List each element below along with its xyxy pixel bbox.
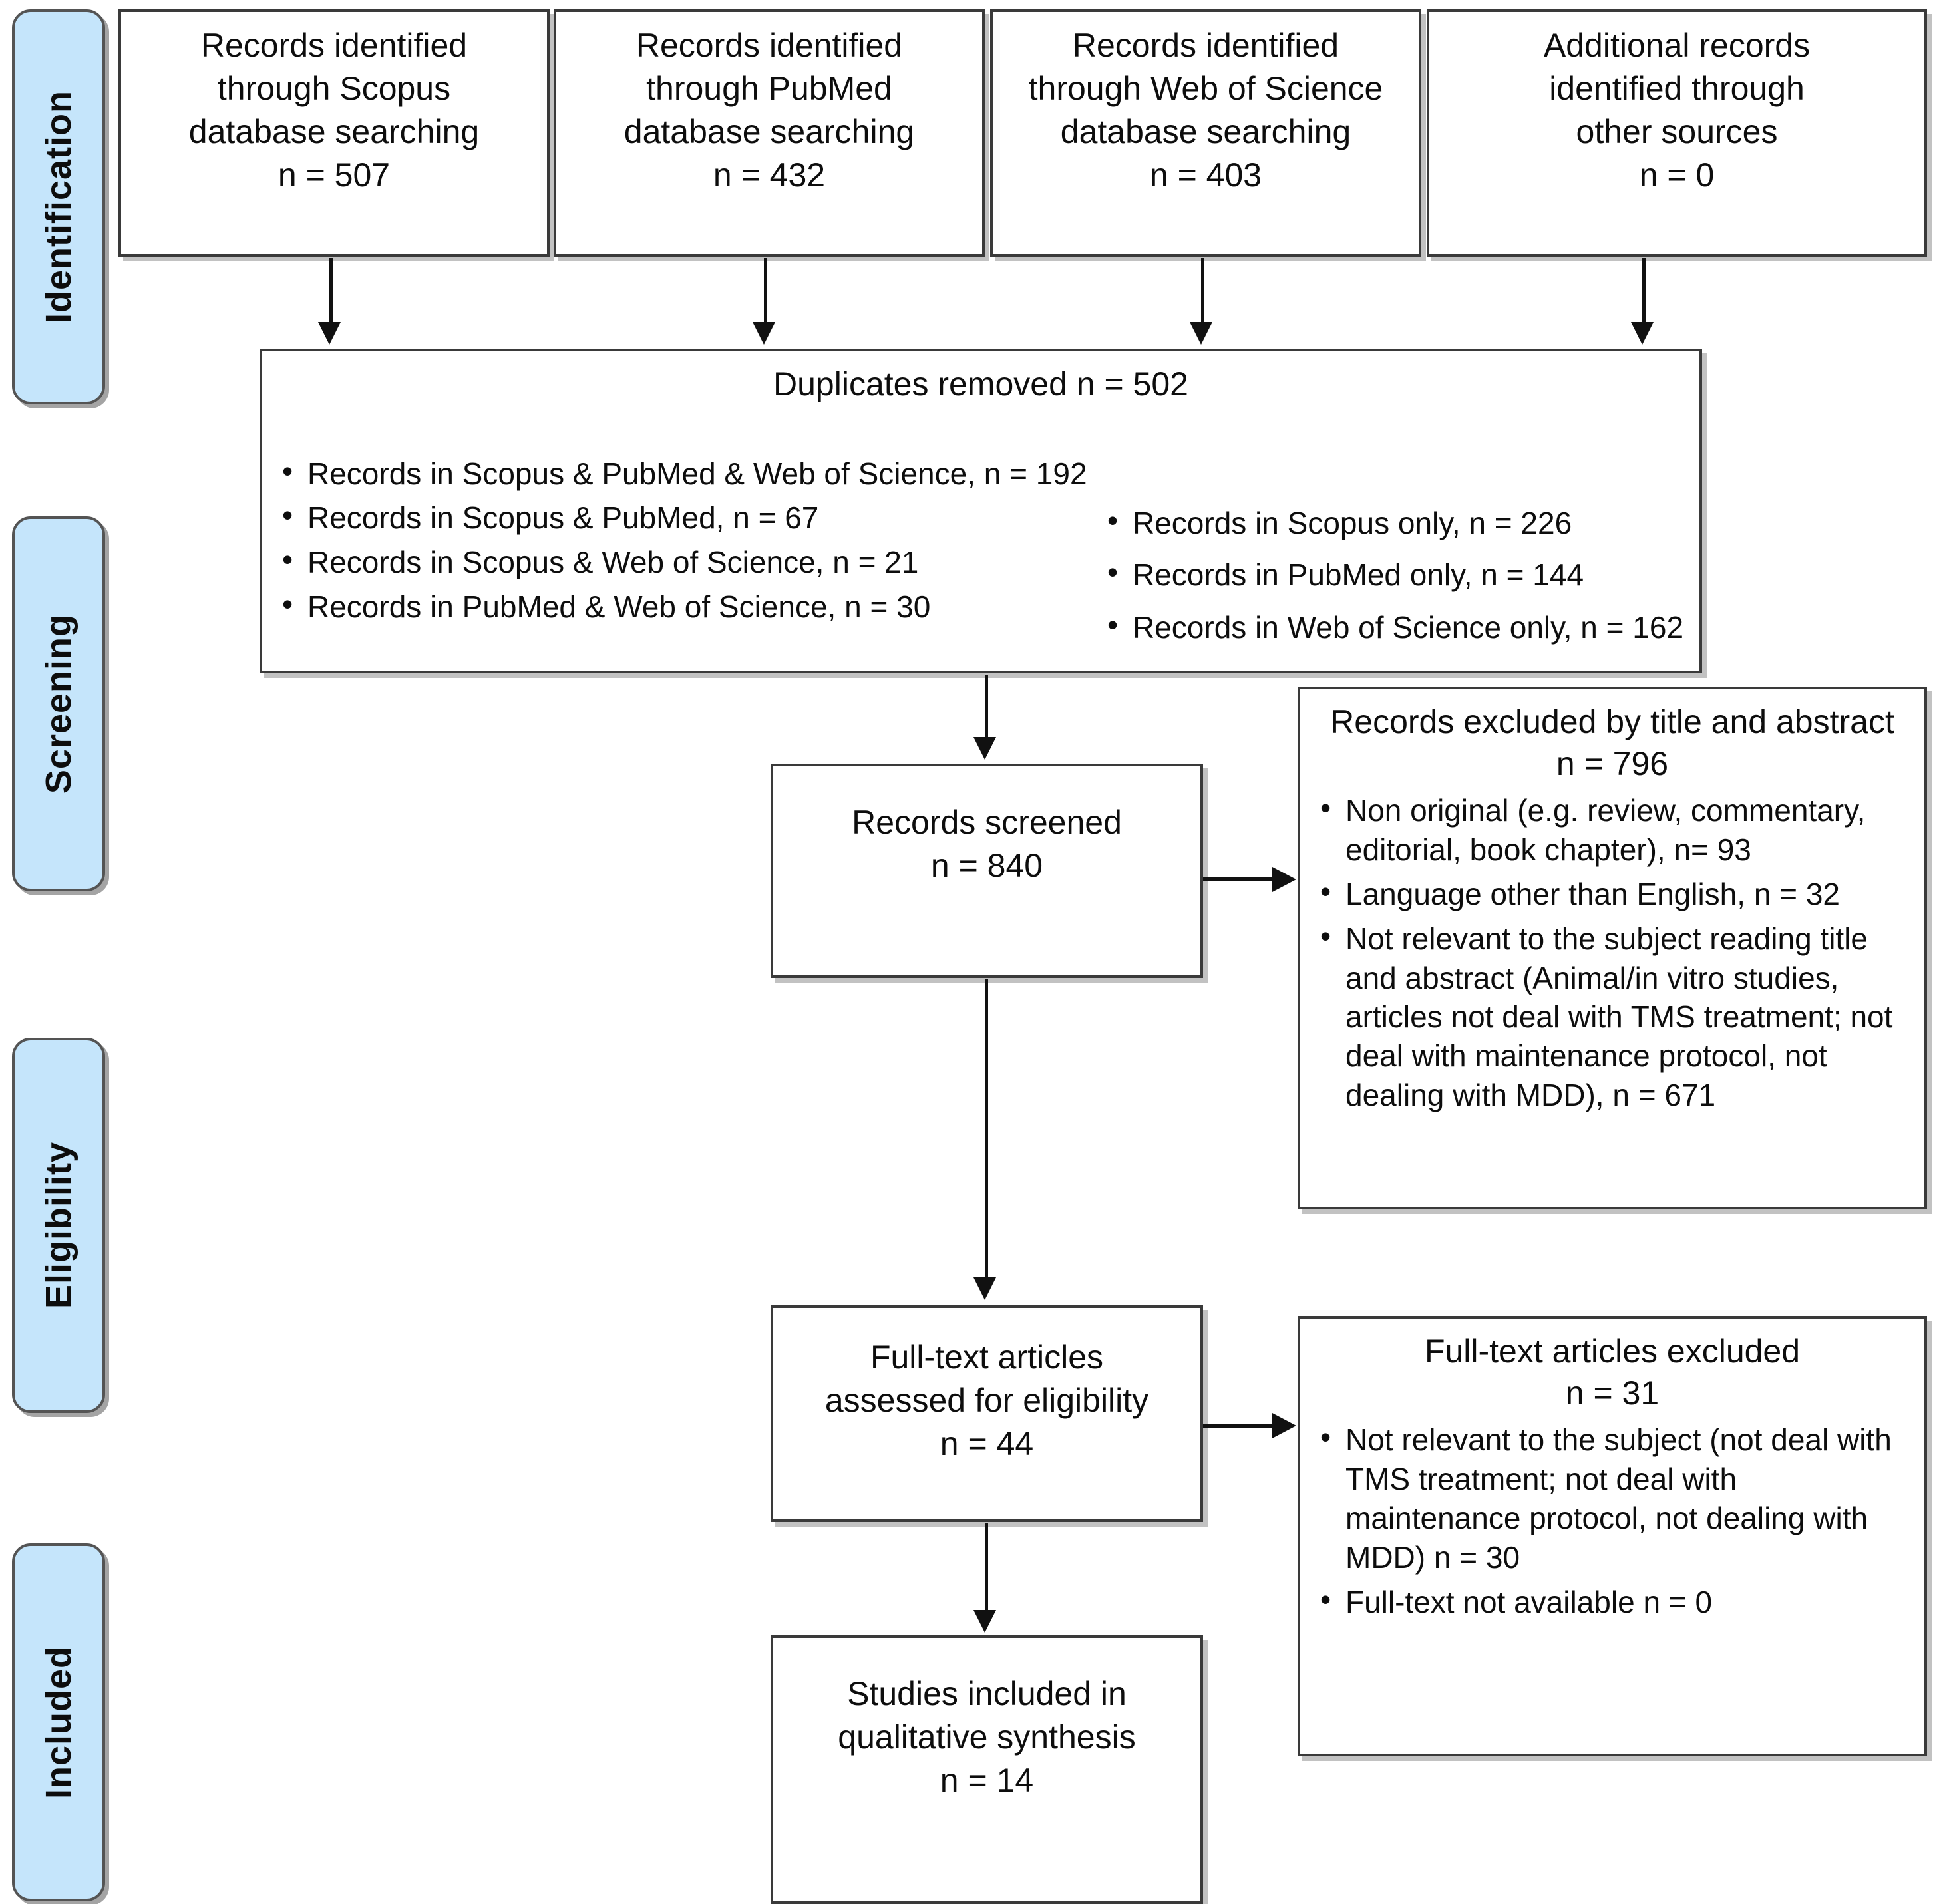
connector-wos-to-duplicates — [1201, 258, 1204, 325]
connector-assessed-to-fulltext-excluded — [1203, 1424, 1275, 1428]
identification-box-pubmed-content: Records identified through PubMed databa… — [556, 12, 982, 254]
pubmed-count: n = 432 — [713, 156, 826, 194]
pubmed-line-2: through PubMed — [646, 70, 892, 107]
list-item: Language other than English, n = 32 — [1315, 872, 1910, 914]
list-item: Non original (e.g. review, commentary, e… — [1315, 788, 1910, 870]
studies-included-content: Studies included in qualitative synthesi… — [773, 1638, 1200, 1901]
duplicates-left-column: Records in Scopus & PubMed & Web of Scie… — [277, 452, 1102, 661]
identification-box-web-of-science: Records identified through Web of Scienc… — [990, 9, 1421, 257]
full-text-excluded-title: Full-text articles excluded — [1424, 1333, 1801, 1370]
records-excluded-content: Records excluded by title and abstract n… — [1300, 689, 1924, 1207]
stage-label-eligibility: Eligibility — [39, 1142, 79, 1309]
duplicates-removed-title: Duplicates removed n = 502 — [773, 365, 1188, 402]
scopus-line-1: Records identified — [200, 27, 468, 64]
records-screened-content: Records screened n = 840 — [773, 766, 1200, 975]
stage-tab-identification: Identification — [12, 9, 105, 404]
scopus-line-2: through Scopus — [217, 70, 451, 107]
studies-included-line-1: Studies included in — [847, 1675, 1127, 1712]
full-text-assessed-count: n = 44 — [940, 1425, 1034, 1462]
records-screened-label: Records screened — [852, 804, 1122, 841]
connector-assessed-to-included — [985, 1523, 988, 1613]
full-text-assessed-line-1: Full-text articles — [870, 1339, 1104, 1376]
connector-pubmed-to-duplicates — [764, 258, 767, 325]
studies-included-line-2: qualitative synthesis — [838, 1718, 1136, 1756]
identification-box-wos-content: Records identified through Web of Scienc… — [993, 12, 1419, 254]
connector-scopus-to-duplicates — [329, 258, 333, 325]
arrowhead-wos-to-duplicates — [1190, 322, 1212, 345]
connector-screened-to-fulltext — [985, 979, 988, 1280]
identification-box-other-sources: Additional records identified through ot… — [1427, 9, 1927, 257]
records-excluded-box: Records excluded by title and abstract n… — [1298, 687, 1927, 1209]
wos-line-3: database searching — [1060, 113, 1351, 150]
list-item: Records in PubMed only, n = 144 — [1102, 553, 1685, 595]
other-line-3: other sources — [1576, 113, 1778, 150]
arrowhead-pubmed-to-duplicates — [753, 322, 775, 345]
full-text-assessed-content: Full-text articles assessed for eligibil… — [773, 1308, 1200, 1519]
arrowhead-duplicates-to-screened — [973, 737, 996, 760]
stage-label-identification: Identification — [39, 90, 79, 323]
stage-tab-screening: Screening — [12, 516, 105, 891]
full-text-excluded-count: n = 31 — [1565, 1374, 1660, 1412]
identification-box-scopus-content: Records identified through Scopus databa… — [121, 12, 547, 254]
duplicates-left-list: Records in Scopus & PubMed & Web of Scie… — [277, 452, 1102, 627]
list-item: Records in Scopus & Web of Science, n = … — [277, 540, 1102, 582]
records-excluded-title: Records excluded by title and abstract — [1330, 703, 1894, 740]
arrowhead-scopus-to-duplicates — [318, 322, 341, 345]
records-excluded-list: Non original (e.g. review, commentary, e… — [1315, 788, 1910, 1115]
other-line-2: identified through — [1549, 70, 1805, 107]
scopus-line-3: database searching — [188, 113, 480, 150]
stage-tab-included: Included — [12, 1543, 105, 1901]
full-text-excluded-list: Not relevant to the subject (not deal wi… — [1315, 1418, 1910, 1622]
stage-tab-eligibility: Eligibility — [12, 1038, 105, 1413]
studies-included-box: Studies included in qualitative synthesi… — [771, 1635, 1203, 1904]
scopus-count: n = 507 — [277, 156, 391, 194]
duplicates-right-column: Records in Scopus only, n = 226 Records … — [1102, 454, 1685, 661]
identification-box-pubmed: Records identified through PubMed databa… — [554, 9, 985, 257]
list-item: Records in Scopus & PubMed, n = 67 — [277, 496, 1102, 538]
list-item: Full-text not available n = 0 — [1315, 1580, 1910, 1622]
records-screened-count: n = 840 — [930, 847, 1043, 884]
list-item: Records in Scopus only, n = 226 — [1102, 501, 1685, 543]
list-item: Records in Scopus & PubMed & Web of Scie… — [277, 452, 1102, 494]
full-text-excluded-box: Full-text articles excluded n = 31 Not r… — [1298, 1316, 1927, 1756]
list-item: Not relevant to the subject reading titl… — [1315, 917, 1910, 1115]
records-screened-box: Records screened n = 840 — [771, 764, 1203, 978]
records-excluded-count: n = 796 — [1556, 744, 1669, 782]
pubmed-line-1: Records identified — [635, 27, 903, 64]
duplicates-bullet-columns: Records in Scopus & PubMed & Web of Scie… — [277, 452, 1685, 661]
wos-line-2: through Web of Science — [1028, 70, 1383, 107]
arrowhead-screened-to-excluded — [1272, 867, 1296, 892]
connector-screened-to-excluded — [1203, 877, 1275, 881]
connector-duplicates-to-screened — [985, 675, 988, 740]
duplicates-removed-content: Duplicates removed n = 502 Records in Sc… — [262, 351, 1699, 671]
full-text-assessed-box: Full-text articles assessed for eligibil… — [771, 1305, 1203, 1522]
full-text-excluded-content: Full-text articles excluded n = 31 Not r… — [1300, 1319, 1924, 1754]
studies-included-count: n = 14 — [940, 1762, 1034, 1799]
stage-label-included: Included — [39, 1645, 79, 1799]
duplicates-removed-box: Duplicates removed n = 502 Records in Sc… — [260, 349, 1702, 673]
list-item: Records in PubMed & Web of Science, n = … — [277, 585, 1102, 627]
wos-count: n = 403 — [1149, 156, 1262, 194]
wos-line-1: Records identified — [1072, 27, 1339, 64]
arrowhead-assessed-to-included — [973, 1610, 996, 1633]
list-item: Records in Web of Science only, n = 162 — [1102, 605, 1685, 647]
stage-label-screening: Screening — [39, 613, 79, 794]
arrowhead-screened-to-fulltext — [973, 1277, 996, 1300]
connector-other-to-duplicates — [1642, 258, 1646, 325]
arrowhead-other-to-duplicates — [1631, 322, 1654, 345]
duplicates-right-list: Records in Scopus only, n = 226 Records … — [1102, 501, 1685, 648]
identification-box-scopus: Records identified through Scopus databa… — [118, 9, 550, 257]
arrowhead-assessed-to-fulltext-excluded — [1272, 1413, 1296, 1438]
other-count: n = 0 — [1639, 156, 1715, 194]
list-item: Not relevant to the subject (not deal wi… — [1315, 1418, 1910, 1577]
pubmed-line-3: database searching — [623, 113, 915, 150]
other-line-1: Additional records — [1543, 27, 1811, 64]
identification-box-other-content: Additional records identified through ot… — [1429, 12, 1924, 254]
full-text-assessed-line-2: assessed for eligibility — [824, 1382, 1149, 1419]
